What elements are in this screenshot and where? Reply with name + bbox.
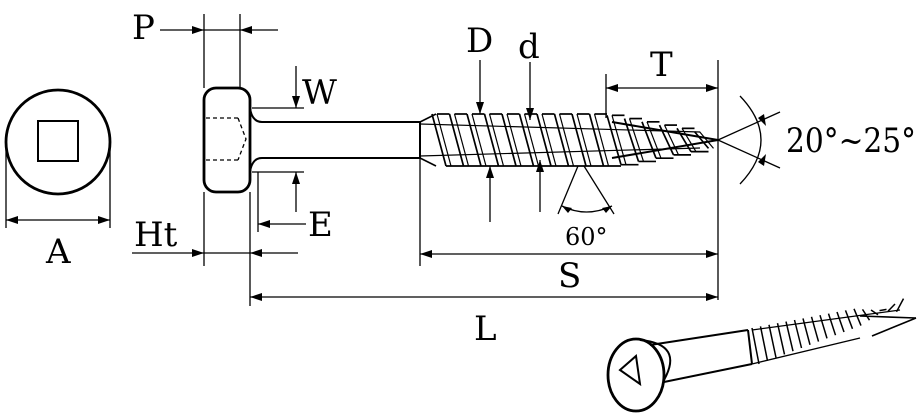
dim-D	[476, 60, 494, 222]
label-L: L	[474, 309, 497, 349]
screw-isometric-view	[606, 329, 753, 413]
dim-tip-angle	[717, 95, 781, 185]
dim-T	[605, 60, 719, 300]
label-Ht: Ht	[134, 215, 178, 255]
label-T: T	[650, 45, 673, 85]
dim-P	[160, 14, 278, 88]
label-S: S	[558, 256, 581, 296]
dim-S	[419, 158, 718, 266]
dim-Ht	[132, 192, 298, 266]
screw-thread	[419, 113, 719, 167]
screw-isometric-thread	[751, 298, 917, 365]
screw-head-side	[202, 86, 263, 194]
screw-shank	[262, 121, 421, 159]
label-E: E	[308, 205, 333, 245]
label-A: A	[45, 232, 71, 272]
dim-thread-angle	[557, 165, 615, 215]
label-D: D	[466, 21, 493, 61]
dim-E	[252, 171, 306, 232]
dim-L	[249, 266, 718, 306]
dim-d	[526, 62, 544, 212]
label-tip-angle: 20°~25°	[786, 121, 916, 161]
label-W: W	[302, 73, 337, 113]
label-P: P	[132, 8, 155, 48]
head-top-view	[4, 88, 112, 228]
dim-W	[252, 66, 304, 109]
label-d: d	[518, 27, 540, 67]
label-thread-angle: 60°	[565, 223, 608, 251]
